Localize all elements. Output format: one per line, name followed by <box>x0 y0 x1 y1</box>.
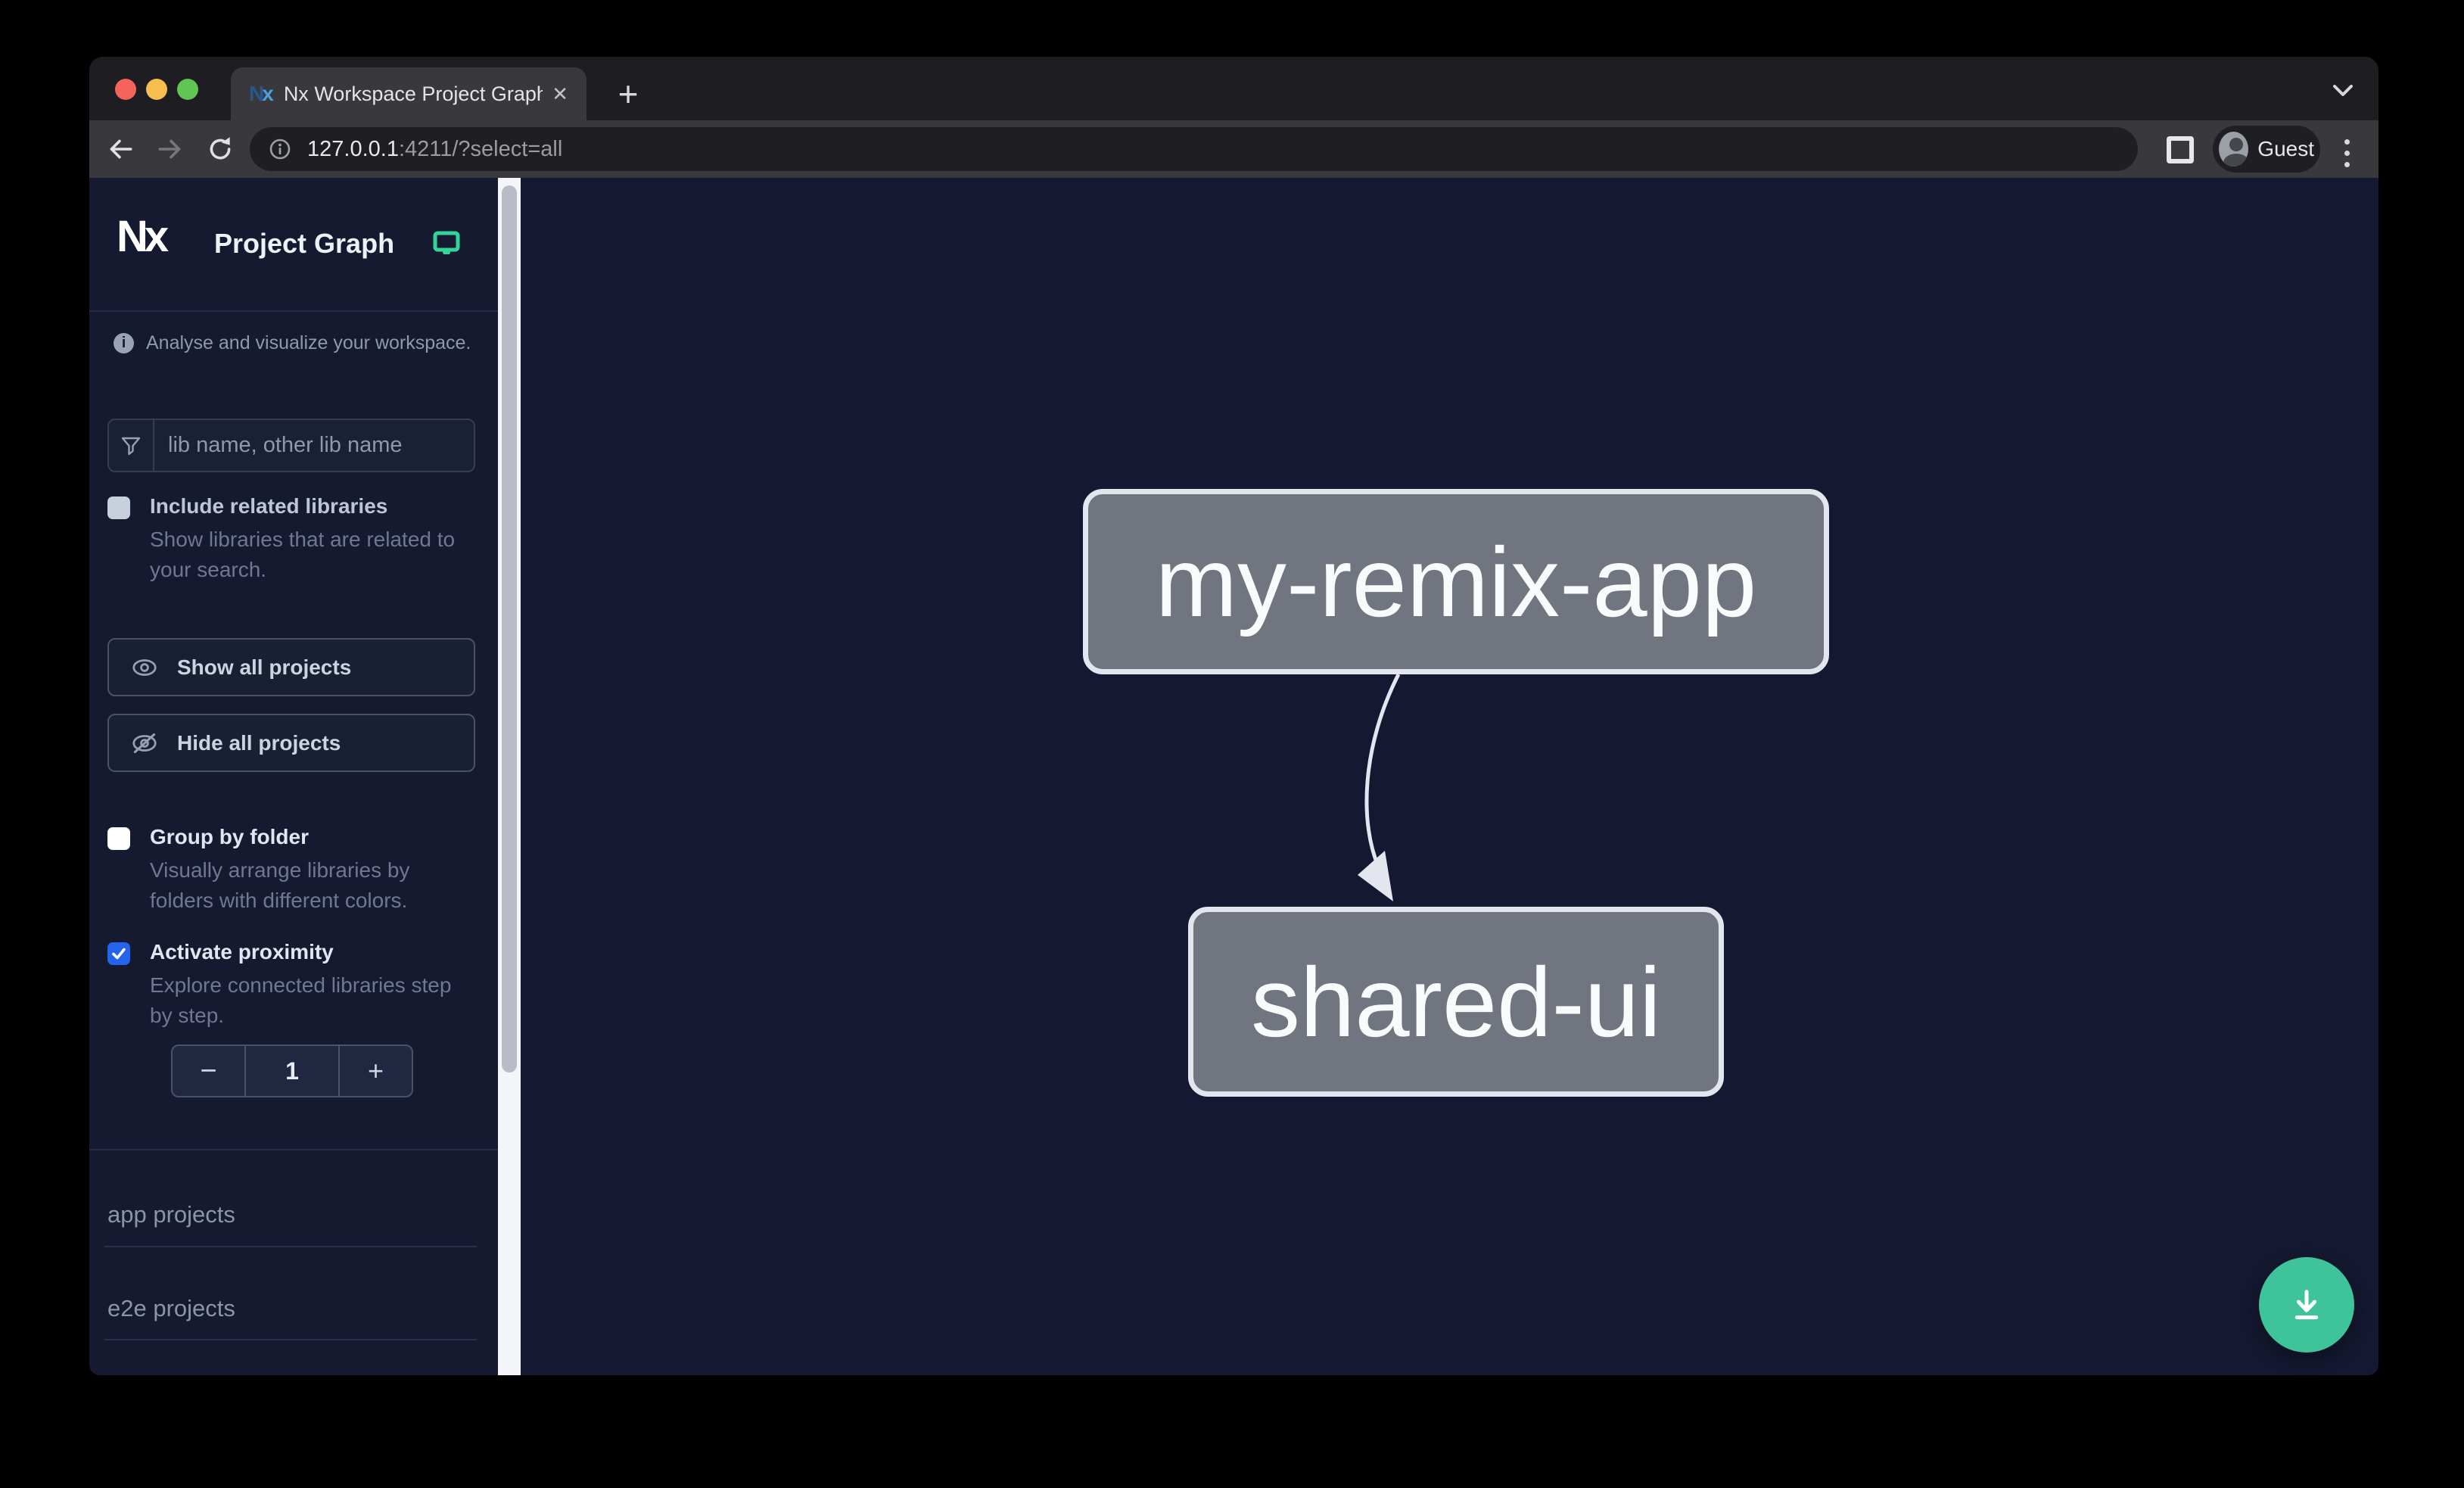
monitor-icon <box>432 229 461 262</box>
app-content: Nx Project Graph i Analyse and visualize… <box>89 178 2378 1375</box>
nx-favicon-icon: Nx <box>249 82 274 105</box>
option-label: Group by folder <box>150 825 309 848</box>
forward-button[interactable] <box>150 129 191 170</box>
eye-off-icon <box>132 733 157 753</box>
proximity-value: 1 <box>285 1057 299 1085</box>
button-label: Show all projects <box>177 655 352 679</box>
check-icon <box>112 948 126 960</box>
tab-close-icon[interactable]: ✕ <box>552 82 568 105</box>
back-button[interactable] <box>100 129 141 170</box>
graph-canvas[interactable]: my-remix-app shared-ui <box>521 178 2378 1375</box>
side-panel-icon[interactable] <box>2167 136 2194 163</box>
divider <box>153 420 154 471</box>
eye-icon <box>132 658 157 676</box>
url-text: 127.0.0.1:4211/?select=all <box>307 137 562 162</box>
profile-label: Guest <box>2257 137 2314 160</box>
profile-button[interactable]: Guest <box>2213 126 2320 173</box>
maximize-window-button[interactable] <box>177 79 198 100</box>
edge-my-remix-app-to-shared-ui <box>1358 673 1401 901</box>
node-my-remix-app[interactable]: my-remix-app <box>1083 489 1829 674</box>
funnel-icon <box>109 434 153 457</box>
tab-strip: Nx Nx Workspace Project Graph ✕ + <box>89 57 2378 120</box>
divider <box>104 1246 477 1247</box>
decrement-button[interactable]: − <box>173 1046 246 1096</box>
divider <box>104 1339 477 1340</box>
reload-button[interactable] <box>200 129 241 170</box>
button-label: Hide all projects <box>177 730 341 755</box>
browser-window: Nx Nx Workspace Project Graph ✕ + <box>89 57 2378 1375</box>
show-all-projects-button[interactable]: Show all projects <box>107 638 475 696</box>
kebab-menu-icon[interactable] <box>2343 133 2350 173</box>
url-path: :4211/?select=all <box>398 136 563 161</box>
minimize-window-button[interactable] <box>146 79 167 100</box>
activate-proximity-checkbox[interactable] <box>107 942 130 965</box>
option-label: Include related libraries <box>150 494 388 518</box>
sidebar: Nx Project Graph i Analyse and visualize… <box>89 178 498 1375</box>
proximity-stepper: − 1 + <box>171 1044 413 1097</box>
option-description: Show libraries that are related to your … <box>150 528 456 581</box>
info-circle-icon[interactable] <box>268 137 292 161</box>
info-icon: i <box>114 333 134 353</box>
section-e2e-projects[interactable]: e2e projects <box>107 1295 235 1321</box>
download-graph-button[interactable] <box>2259 1257 2354 1353</box>
tab-title: Nx Workspace Project Graph <box>283 82 543 105</box>
option-description: Explore connected libraries step by step… <box>150 973 452 1027</box>
url-bar[interactable]: 127.0.0.1:4211/?select=all <box>250 127 2138 171</box>
chevron-down-icon[interactable] <box>2331 84 2355 101</box>
group-by-folder-checkbox[interactable] <box>107 827 130 850</box>
page-title: Project Graph <box>214 228 395 259</box>
node-shared-ui[interactable]: shared-ui <box>1188 907 1724 1097</box>
url-host: 127.0.0.1 <box>307 136 399 161</box>
person-icon <box>2219 132 2249 167</box>
section-app-projects[interactable]: app projects <box>107 1201 235 1228</box>
divider <box>89 310 498 312</box>
hide-all-projects-button[interactable]: Hide all projects <box>107 714 475 772</box>
option-include-related: Include related libraries Show libraries… <box>107 494 480 585</box>
increment-button[interactable]: + <box>338 1046 412 1096</box>
download-icon <box>2294 1290 2319 1320</box>
option-description: Visually arrange libraries by folders wi… <box>150 858 410 912</box>
browser-toolbar: 127.0.0.1:4211/?select=all Guest <box>89 120 2378 178</box>
scrollbar-thumb[interactable] <box>502 185 517 1072</box>
tagline-text: Analyse and visualize your workspace. <box>146 332 471 353</box>
nx-logo: Nx <box>117 212 169 261</box>
filter-input[interactable] <box>154 433 474 458</box>
option-group-by-folder: Group by folder Visually arrange librari… <box>107 825 480 916</box>
browser-tab[interactable]: Nx Nx Workspace Project Graph ✕ <box>231 67 586 120</box>
tagline-row: i Analyse and visualize your workspace. <box>114 332 471 354</box>
filter-box <box>107 419 475 472</box>
option-activate-proximity: Activate proximity Explore connected lib… <box>107 940 480 1031</box>
new-tab-button[interactable]: + <box>618 74 639 114</box>
sidebar-scrollbar[interactable] <box>498 178 521 1375</box>
divider <box>89 1149 498 1150</box>
include-related-checkbox[interactable] <box>107 497 130 519</box>
option-label: Activate proximity <box>150 940 334 963</box>
close-window-button[interactable] <box>115 79 136 100</box>
